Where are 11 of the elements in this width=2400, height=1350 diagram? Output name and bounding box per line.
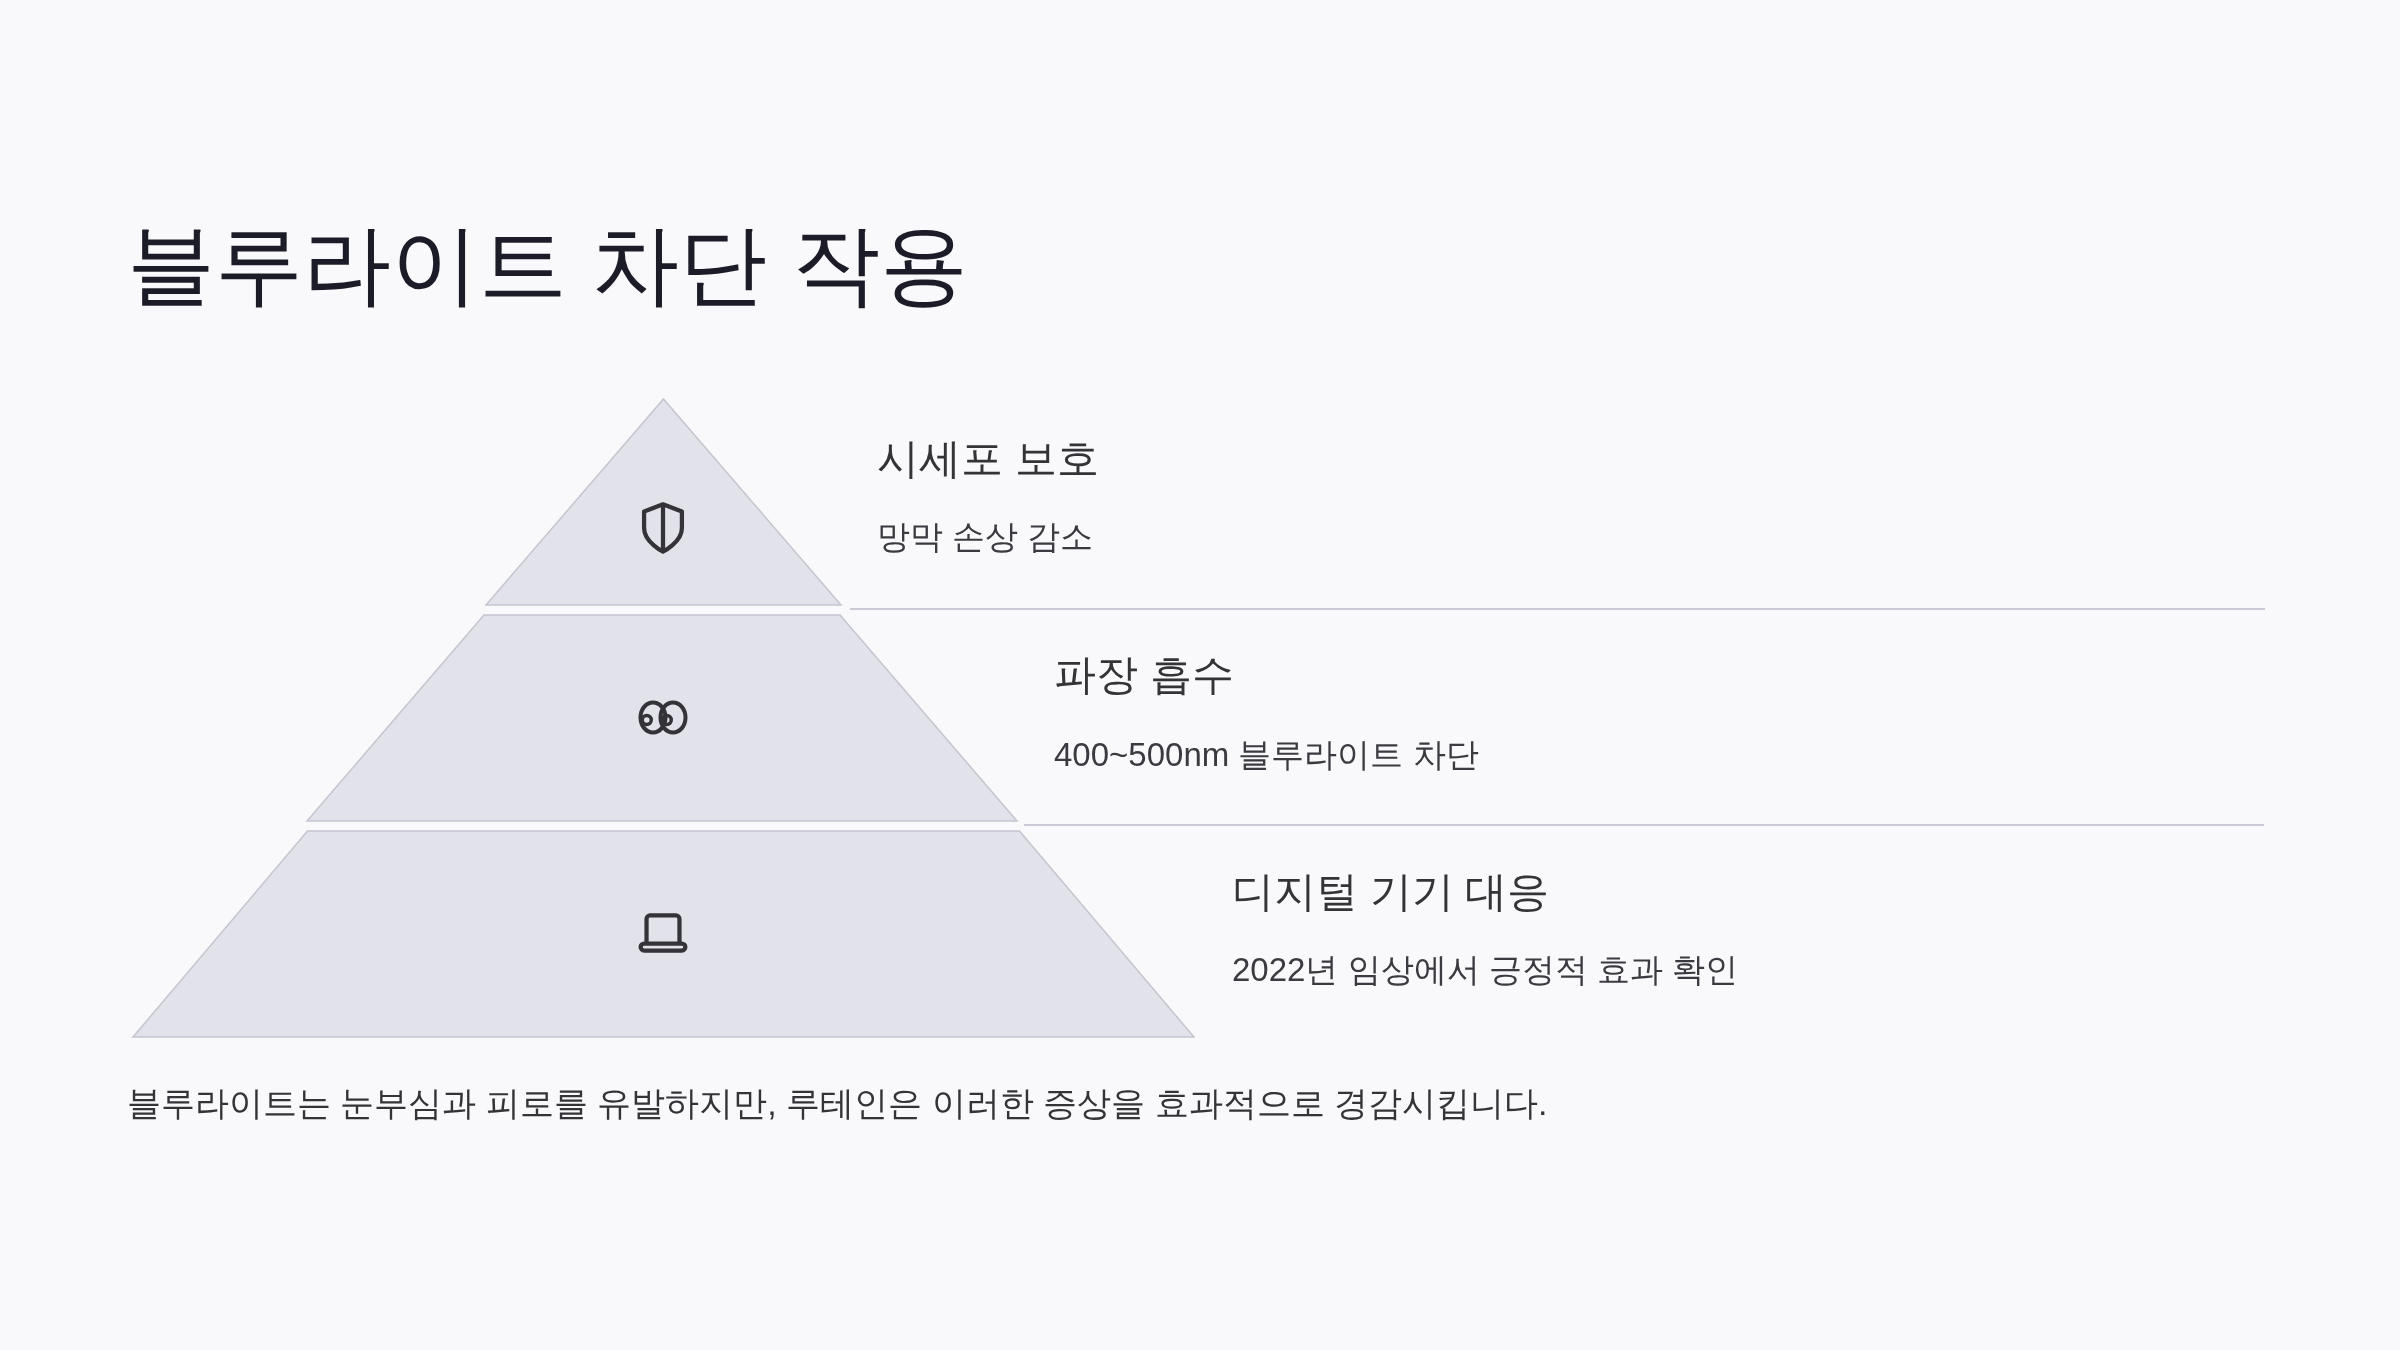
layer-heading: 시세포 보호 (877, 434, 1099, 484)
layer-description: 망막 손상 감소 (877, 517, 1094, 557)
layer-heading: 디지털 기기 대응 (1232, 867, 1550, 917)
pyramid-layer (306, 614, 1018, 822)
layer-description: 2022년 임상에서 긍정적 효과 확인 (1232, 950, 1739, 990)
caption-text: 블루라이트는 눈부심과 피로를 유발하지만, 루테인은 이러한 증상을 효과적으로 경감시킵니다. (127, 1083, 1548, 1124)
pyramid-top-triangle (485, 398, 842, 606)
pyramid-layer (132, 830, 1195, 1038)
layer-description: 400~500nm 블루라이트 차단 (1054, 735, 1479, 775)
layer-heading: 파장 흡수 (1054, 650, 1234, 700)
slide-title: 블루라이트 차단 작용 (127, 214, 968, 316)
